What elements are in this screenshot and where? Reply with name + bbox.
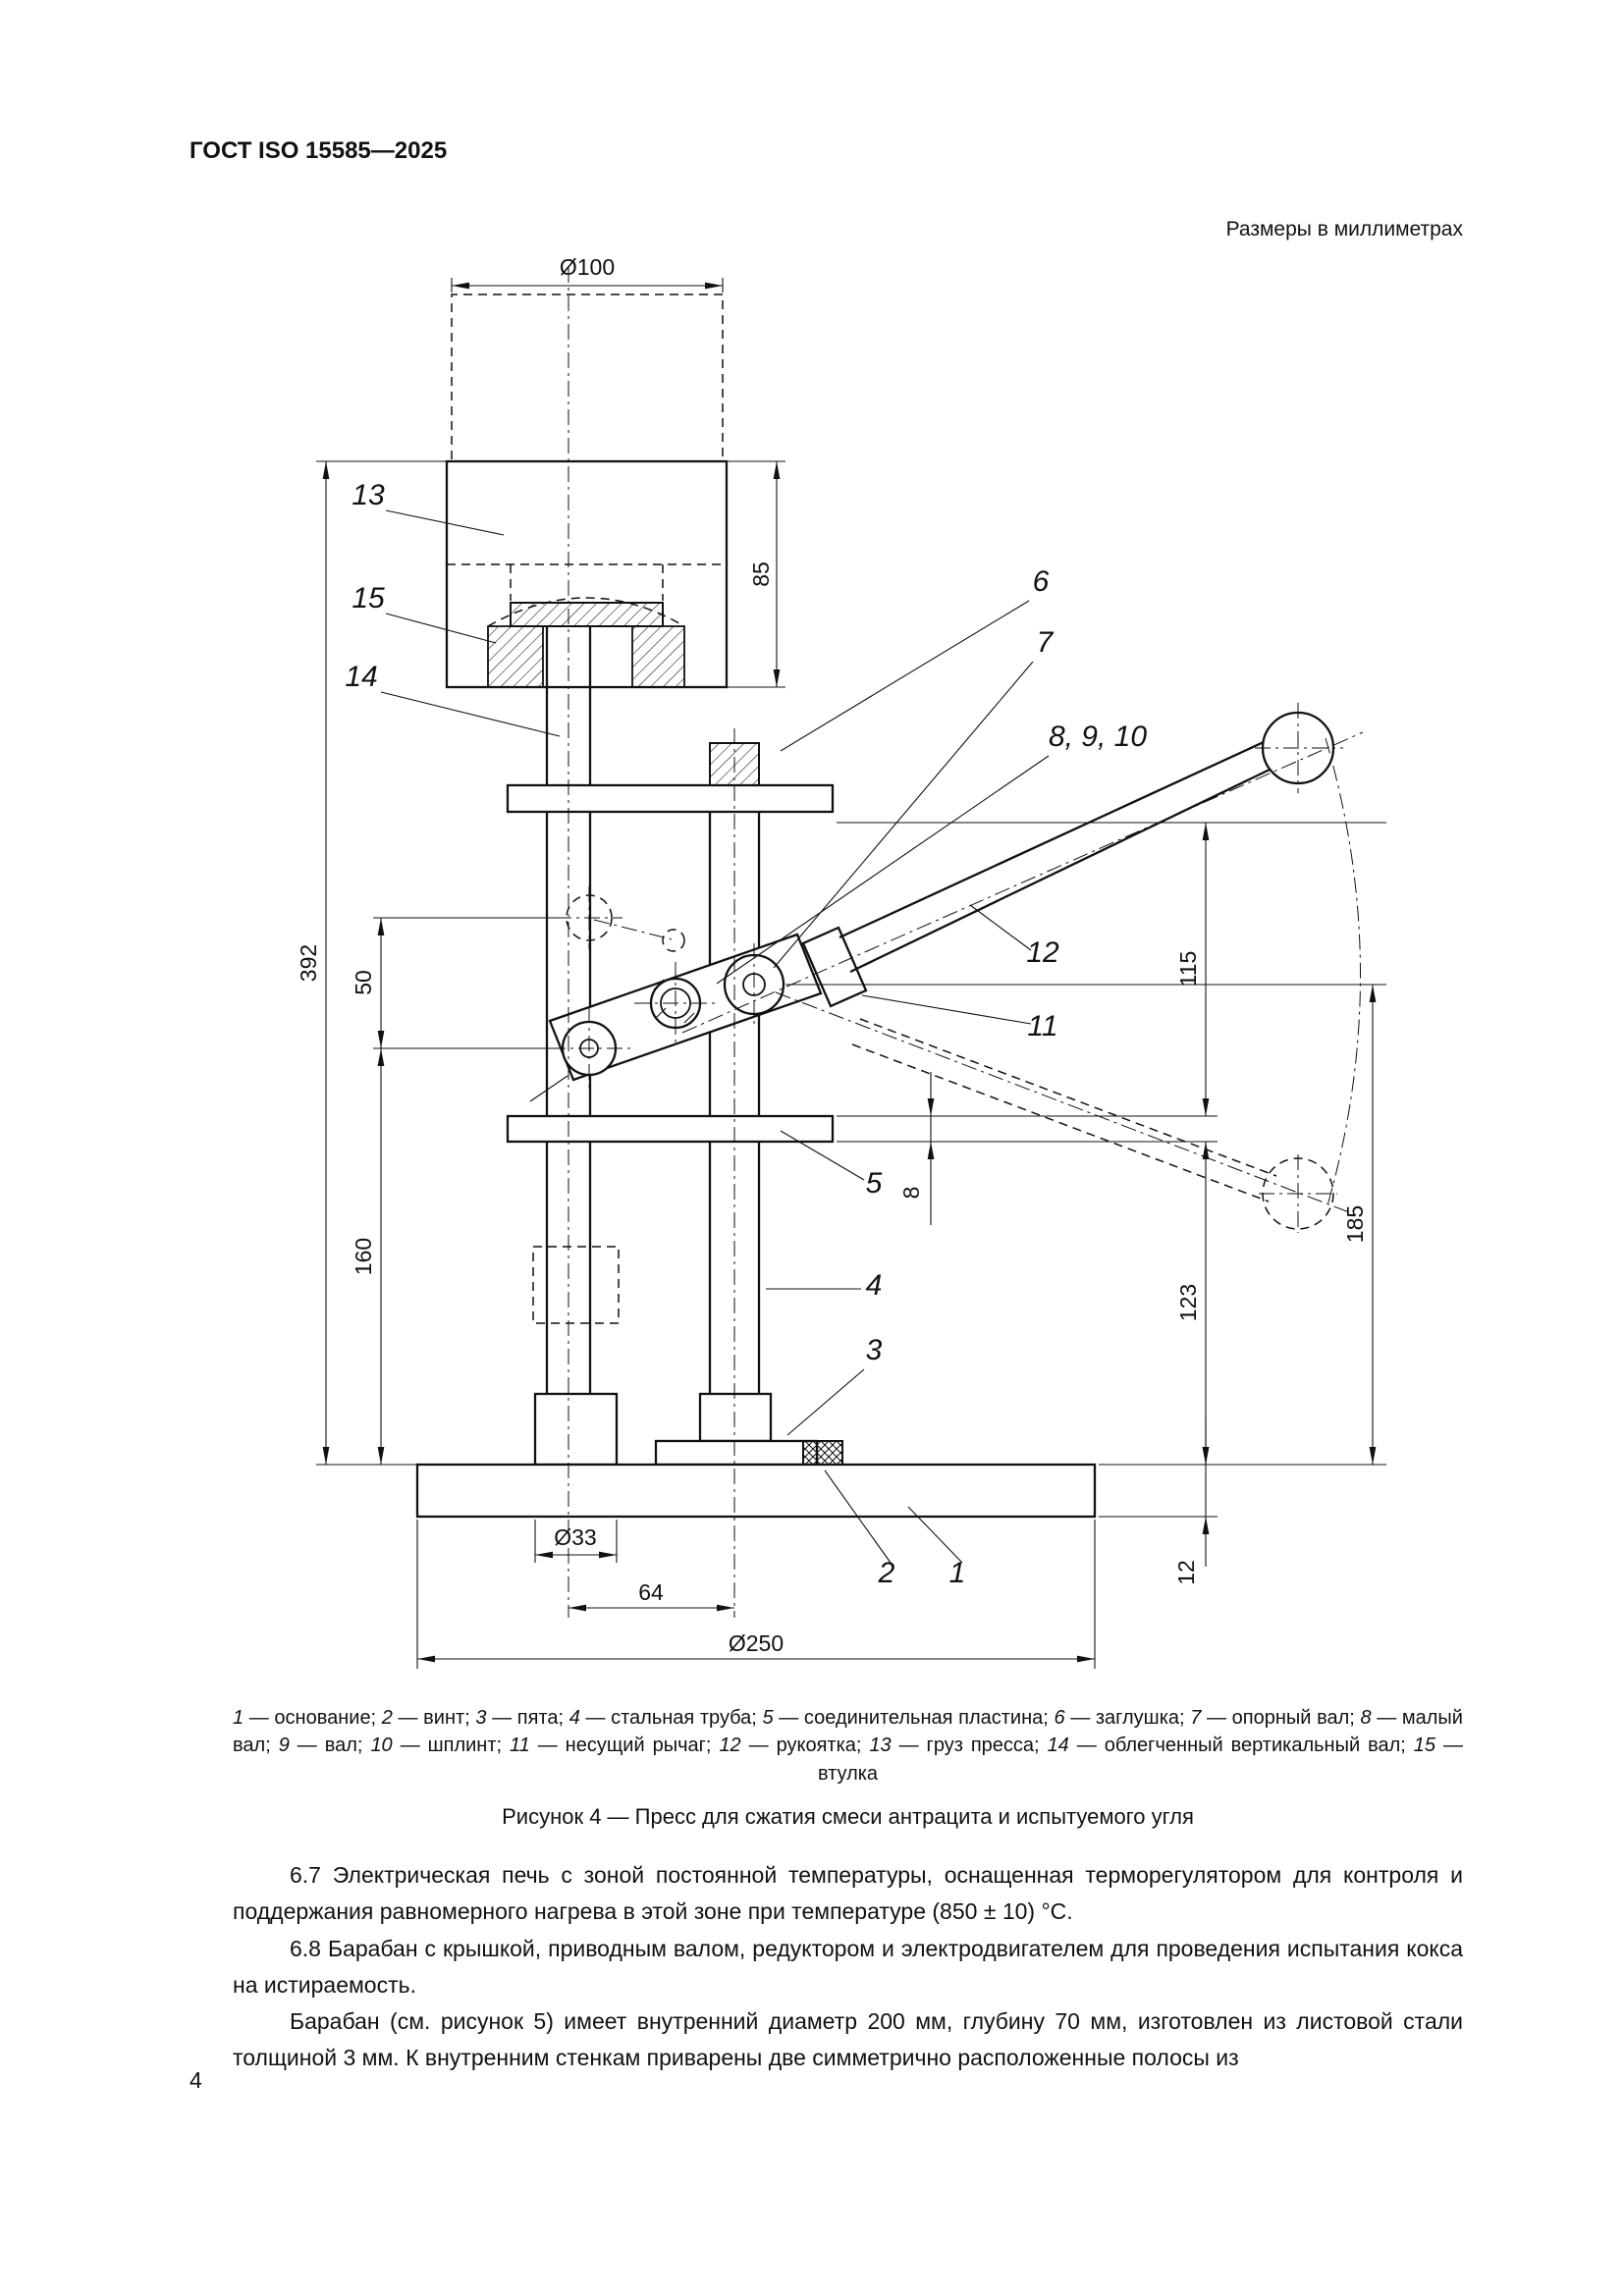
dim-50: 50 (351, 970, 376, 995)
callout-13: 13 (352, 479, 385, 511)
bushing-hatch-right (632, 626, 684, 687)
figure-caption: Рисунок 4 — Пресс для сжатия смеси антра… (502, 1804, 1194, 1829)
connecting-plate (506, 1114, 835, 1144)
callout-5: 5 (866, 1167, 883, 1200)
dimension-labels: Ø100 85 392 50 160 115 123 185 8 12 Ø33 … (296, 254, 1368, 1656)
shaft-hatch-ticks (653, 979, 695, 1024)
extension-lines (316, 278, 1386, 1669)
paragraph-drum: Барабан (см. рисунок 5) имеет внутренний… (233, 2008, 1463, 2071)
dim-185: 185 (1342, 1205, 1368, 1243)
centerlines (550, 267, 1364, 1618)
dimension-lines (322, 282, 1377, 1663)
callout-11: 11 (1027, 1010, 1057, 1042)
bushing (487, 625, 685, 688)
weight-raised-outline (451, 294, 724, 459)
callout-4: 4 (866, 1269, 883, 1302)
figure-drawing: Ø100 85 392 50 160 115 123 185 8 12 Ø33 … (296, 254, 1386, 1669)
callout-labels: 13 15 14 6 7 8, 9, 10 12 11 5 4 3 2 1 (345, 479, 1147, 1589)
bushing-flange (510, 602, 664, 627)
upper-plate (506, 783, 835, 814)
heel (654, 1439, 819, 1467)
dim-12: 12 (1173, 1560, 1199, 1585)
paragraph-6-7: 6.7 Электрическая печь с зоной постоянно… (233, 1862, 1463, 1925)
dim-85: 85 (748, 561, 774, 587)
page-header: ГОСТ ISO 15585—2025 (189, 137, 448, 164)
callout-6: 6 (1033, 565, 1050, 598)
callout-12: 12 (1026, 936, 1059, 969)
dim-123: 123 (1175, 1284, 1201, 1321)
dim-dia100: Ø100 (560, 254, 615, 280)
callout-2: 2 (878, 1557, 895, 1589)
shaft-foot (533, 1392, 619, 1467)
callout-3: 3 (866, 1334, 883, 1366)
handle (839, 728, 1290, 939)
callout-14: 14 (345, 661, 377, 693)
figure-legend: 1 — основание; 2 — винт; 3 — пята; 4 — с… (233, 1707, 1463, 1785)
body-text: 6.7 Электрическая печь с зоной постоянно… (233, 1857, 1463, 2077)
hidden-shaft-detail (532, 1246, 620, 1324)
dim-115: 115 (1175, 951, 1201, 988)
callout-15: 15 (352, 582, 385, 614)
press-structure (415, 294, 1335, 1519)
dim-dia250: Ø250 (729, 1630, 784, 1656)
callout-8-9-10: 8, 9, 10 (1049, 721, 1147, 753)
handle-lowered-position (566, 894, 1334, 1230)
dim-160: 160 (351, 1238, 376, 1275)
units-note: Размеры в миллиметрах (1225, 218, 1463, 240)
dim-dia33: Ø33 (554, 1524, 596, 1550)
callout-7: 7 (1037, 626, 1055, 659)
base (415, 1463, 1097, 1519)
page-number: 4 (189, 2067, 202, 2093)
dim-8: 8 (898, 1187, 924, 1200)
screw (802, 1440, 843, 1466)
dim-392: 392 (296, 944, 321, 982)
bushing-hatch-left (488, 626, 543, 687)
pin-hidden (662, 929, 685, 952)
leader-lines (380, 509, 1050, 1564)
tube-foot (698, 1392, 773, 1443)
callout-1: 1 (949, 1557, 966, 1589)
dim-64: 64 (638, 1579, 664, 1605)
paragraph-6-8: 6.8 Барабан с крышкой, приводным валом, … (233, 1935, 1463, 1998)
